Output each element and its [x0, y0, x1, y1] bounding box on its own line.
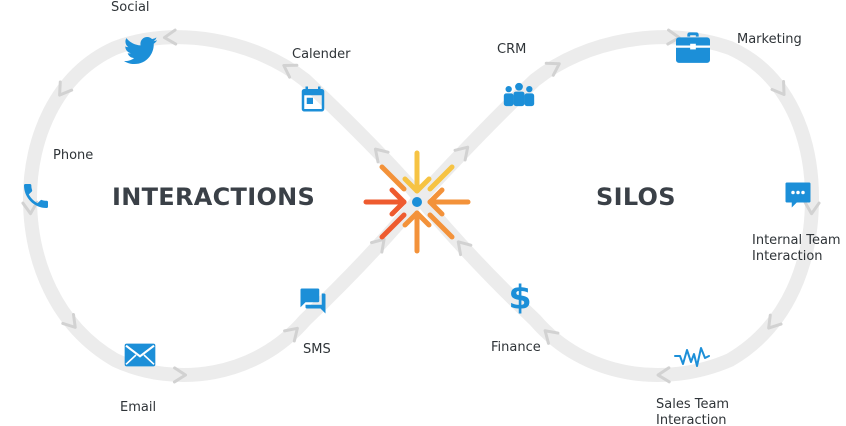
loop-chevron [373, 147, 390, 164]
loop-chevron [543, 329, 560, 345]
loop-chevron [283, 326, 299, 343]
loop-chevron [162, 28, 178, 46]
envelope-icon [124, 342, 156, 368]
phone-label: Phone [53, 148, 94, 163]
interactions-title: INTERACTIONS [112, 183, 316, 211]
crm-label: CRM [497, 42, 527, 57]
internal-team-label: Internal Team Interaction [752, 233, 841, 264]
phone-icon [20, 180, 52, 212]
loop-chevron [453, 145, 470, 162]
converging-arrows-icon [360, 145, 474, 259]
sales-team-label: Sales Team Interaction [656, 397, 730, 426]
dollar-icon: $ [506, 278, 534, 314]
finance-label: Finance [491, 340, 541, 355]
loop-chevron [456, 240, 473, 257]
email-label: Email [120, 400, 157, 415]
waveform-icon [673, 344, 713, 368]
calendar-icon [298, 84, 328, 114]
loop-chevron [58, 80, 74, 97]
loop-chevron [544, 61, 561, 77]
loop-chevron [61, 312, 77, 329]
sms-label: SMS [303, 342, 331, 357]
loop-chevron [21, 200, 39, 216]
silos-title: SILOS [596, 183, 676, 211]
loop-chevron [282, 63, 299, 79]
speech-bubble-icon [782, 180, 814, 210]
loop-track [23, 30, 819, 382]
social-label: Social [111, 0, 150, 15]
svg-text:$: $ [508, 278, 531, 314]
group-icon [502, 80, 536, 108]
briefcase-icon [676, 32, 710, 64]
marketing-label: Marketing [737, 32, 802, 47]
loop-chevron [370, 237, 386, 254]
chat-bubbles-icon [297, 286, 329, 316]
loop-chevron [770, 80, 786, 97]
twitter-icon [124, 36, 158, 66]
loop-chevron [656, 366, 671, 384]
loop-chevron [172, 366, 188, 384]
loop-chevron [803, 200, 821, 216]
calender-label: Calender [292, 47, 351, 62]
loop-chevron [767, 313, 783, 330]
